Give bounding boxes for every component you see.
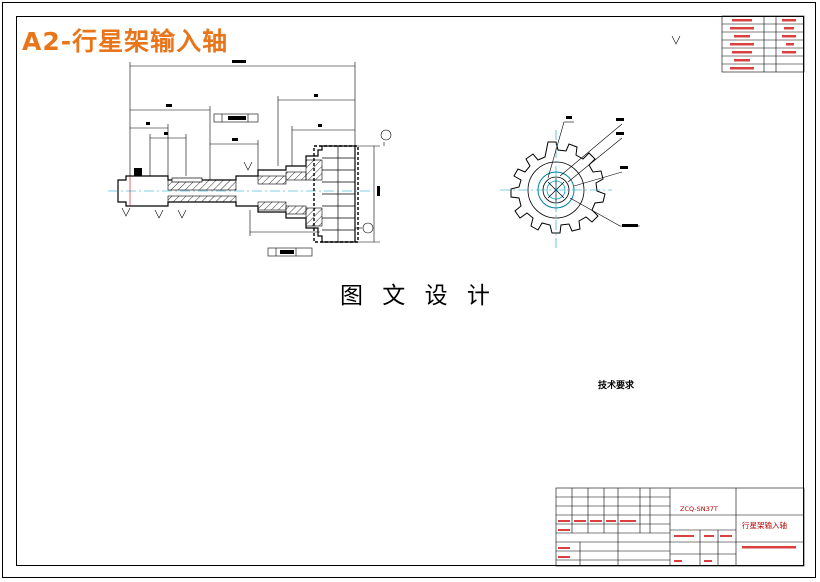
top-right-block [721, 15, 805, 73]
gear-teeth-outline [510, 141, 606, 234]
part-name: 行星架输入轴 [742, 521, 787, 530]
drawing-code: ZCQ-SN37T [680, 505, 718, 513]
shaft-front-view [108, 145, 370, 243]
gear-end-view [500, 121, 640, 248]
drawing-frame [16, 16, 804, 566]
technical-requirements-heading: 技术要求 [598, 381, 635, 391]
top-right-redmarks [730, 19, 796, 70]
drawing-title: A2-行星架输入轴 [22, 27, 229, 56]
title-block-redmarks [558, 520, 796, 562]
roughness-note [671, 35, 681, 45]
dimension-lines [121, 62, 392, 257]
dimension-label-marks [134, 60, 638, 254]
watermark-text: 图 文 设 计 [340, 283, 496, 309]
title-block [555, 487, 805, 567]
